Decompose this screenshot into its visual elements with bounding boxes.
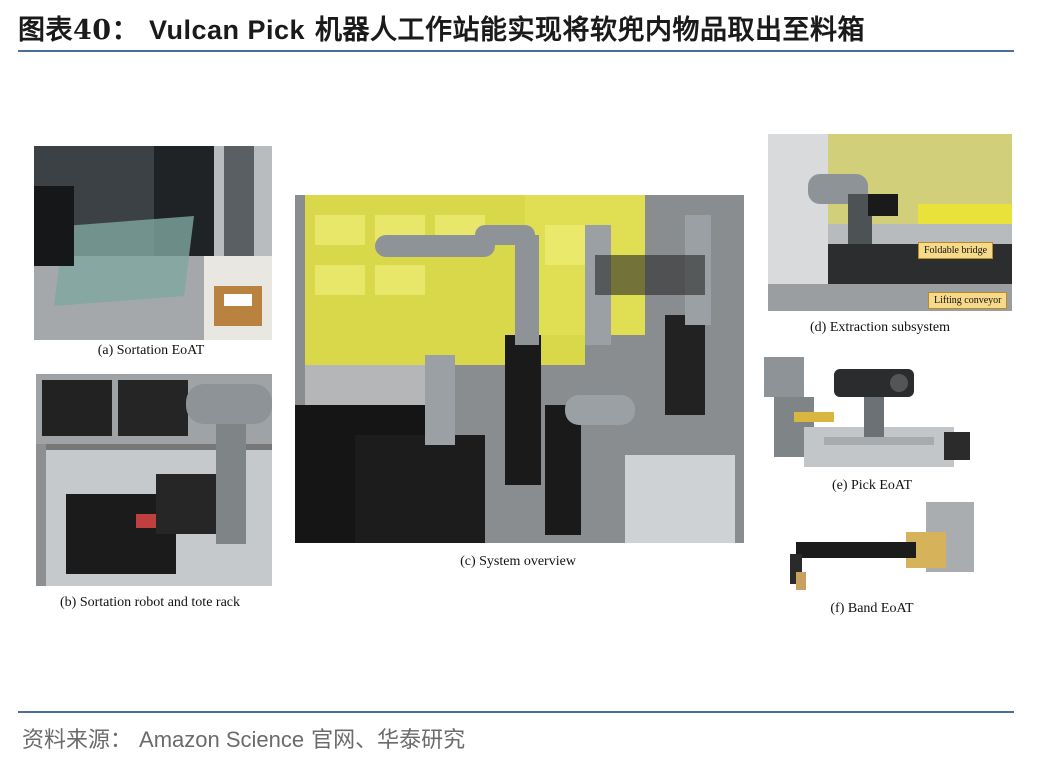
source-name-cn: 官网、华泰研究: [311, 728, 466, 753]
figure-title: 图表40： Vulcan Pick 机器人工作站能实现将软兜内物品取出至料箱: [18, 8, 865, 47]
figure-number: 图表40：: [18, 15, 140, 46]
photo-sortation-eoat: [34, 146, 272, 340]
caption-c: (c) System overview: [460, 554, 576, 569]
source-line: 资料来源： Amazon Science 官网、华泰研究: [22, 722, 465, 754]
source-prefix: 资料来源：: [22, 728, 133, 753]
figure-title-cn: 机器人工作站能实现将软兜内物品取出至料箱: [314, 15, 865, 46]
callout-lifting-conveyor: Lifting conveyor: [928, 292, 1008, 309]
callout-foldable-bridge: Foldable bridge: [918, 242, 994, 259]
caption-f: (f) Band EoAT: [830, 601, 914, 616]
source-divider: [18, 711, 1014, 713]
caption-d: (d) Extraction subsystem: [810, 320, 950, 335]
caption-e: (e) Pick EoAT: [831, 478, 913, 493]
title-divider: [18, 50, 1014, 52]
caption-b: (b) Sortation robot and tote rack: [59, 595, 241, 610]
photo-extraction-subsystem: [768, 134, 1012, 311]
caption-a: (a) Sortation EoAT: [97, 343, 205, 358]
photo-system-overview: [295, 195, 744, 543]
photo-pick-eoat: [764, 357, 976, 475]
photo-band-eoat: [776, 502, 974, 594]
photo-sortation-robot-tote-rack: [36, 374, 272, 586]
figure-title-en: Vulcan Pick: [148, 15, 306, 45]
source-name-en: Amazon Science: [139, 727, 305, 752]
